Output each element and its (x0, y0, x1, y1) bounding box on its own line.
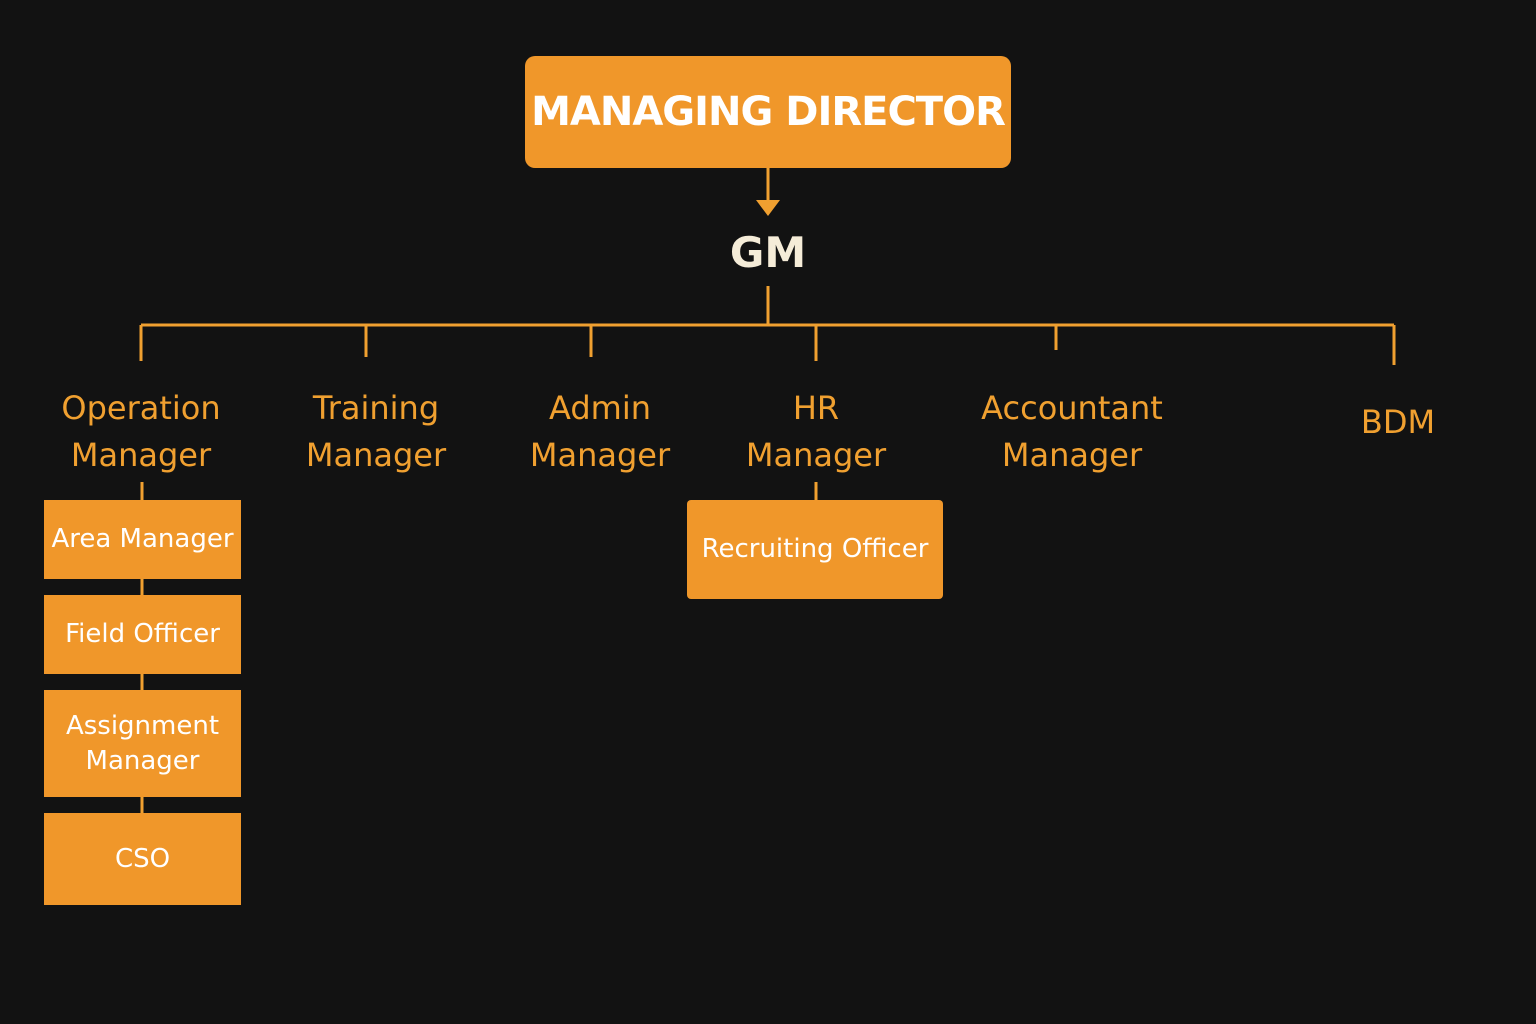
field-officer-box[interactable]: Field Officer (44, 595, 241, 674)
dept-label-line2: Manager (745, 436, 887, 474)
dept-label-line1: Admin (549, 389, 651, 427)
sub-label-line1: Field Officer (65, 619, 220, 649)
recruiting-officer-box[interactable]: Recruiting Officer (687, 500, 943, 599)
dept-label-line1: HR (792, 389, 840, 427)
dept-operation-manager[interactable]: Operation Manager (31, 382, 251, 482)
dept-label-line1: BDM (1360, 402, 1436, 441)
dept-admin-manager[interactable]: Admin Manager (490, 382, 710, 482)
dept-label-line1: Accountant (981, 389, 1163, 427)
gm-text: GM (729, 227, 807, 277)
dept-accountant-manager[interactable]: Accountant Manager (962, 382, 1182, 482)
sub-label-line1: CSO (114, 843, 171, 874)
cso-box[interactable]: CSO (44, 813, 241, 905)
dept-label-line2: Manager (529, 436, 671, 474)
managing-director-box[interactable]: MANAGING DIRECTOR (525, 56, 1011, 168)
gm-label[interactable]: GM (668, 222, 868, 282)
dept-bdm[interactable]: BDM (1288, 372, 1508, 472)
sub-label-line1: Area Manager (51, 524, 234, 554)
assignment-manager-box[interactable]: Assignment Manager (44, 690, 241, 797)
dept-label-line2: Manager (305, 436, 447, 474)
dept-hr-manager[interactable]: HR Manager (706, 382, 926, 482)
dept-label-line2: Manager (1001, 436, 1143, 474)
dept-label-line1: Training (312, 389, 440, 427)
managing-director-label: MANAGING DIRECTOR (531, 89, 1006, 135)
sub-label-line1: Recruiting Officer (701, 534, 929, 564)
area-manager-box[interactable]: Area Manager (44, 500, 241, 579)
sub-label-line2: Manager (85, 745, 200, 776)
arrow-down-icon (756, 200, 780, 216)
sub-label-line1: Assignment (65, 710, 220, 741)
dept-label-line2: Manager (70, 436, 212, 474)
dept-training-manager[interactable]: Training Manager (266, 382, 486, 482)
dept-label-line1: Operation (61, 389, 221, 427)
